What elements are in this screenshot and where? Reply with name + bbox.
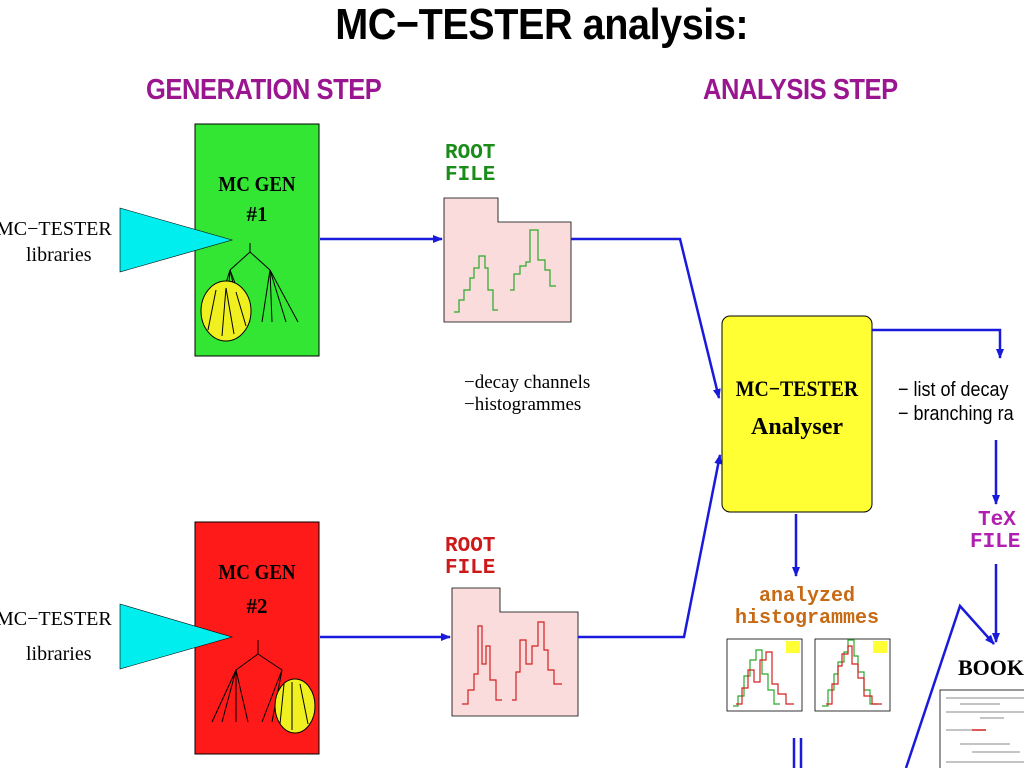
library-2-label-line1: MC−TESTER [0,608,112,630]
arrow-file1-to-analyser [571,237,721,399]
root-file-2-histogram-icon [462,625,502,705]
generator-1-name: MC GEN [218,172,296,196]
tex-file-label-line2: FILE [970,531,1021,554]
analysis-step-heading: ANALYSIS STEP [703,74,898,106]
tex-file-label-line1: TeX [978,509,1016,532]
root-file-2-box [451,587,579,717]
analyser-output-item: − list of decay [898,379,1009,401]
root-file-1-label-line2: FILE [445,164,496,187]
tex-file-label: TeX FILE [970,510,1020,554]
root-file-1-label-line1: ROOT [445,142,496,165]
analyser-output-item: − branching ra [898,403,1014,425]
library-cone-1-icon [119,207,234,273]
analyser-box [721,315,873,513]
generator-2-number: #2 [246,594,268,618]
root-file-1-label: ROOT FILE [445,143,495,187]
file-contents-item: −histogrammes [464,394,582,415]
arrow-to-booklet-diagonal [904,603,995,768]
root-file-1-box [443,197,572,323]
decay-tree-2-icon [211,640,283,723]
booklet-page-thumbnail [939,689,1024,768]
generator-2-name: MC GEN [218,560,296,584]
library-1-label-line1: MC−TESTER [0,218,112,240]
library-2-label-line2: libraries [26,643,92,665]
root-file-2-label: ROOT FILE [445,536,495,580]
library-cone-2-icon [119,603,234,670]
double-line-connector [792,738,803,768]
root-file-2-label-line2: FILE [445,557,496,580]
analyzed-label-line2: histogrammes [734,607,880,630]
highlight-ellipse-1-icon [200,280,252,342]
file-contents-list: −decay channels −histogrammes [464,372,590,416]
analyser-outputs-list: − list of decay − branching ra [898,378,1014,426]
arrow-file2-to-analyser [578,454,723,639]
library-1-label-line2: libraries [26,244,92,266]
analyser-label-line2: Analyser [751,414,843,440]
root-file-2-label-line1: ROOT [445,535,496,558]
generator-1-number: #1 [246,202,268,226]
booklet-label: BOOK [958,655,1024,680]
analyzed-histogrammes-label: analyzed histogrammes [722,586,892,630]
generation-step-heading: GENERATION STEP [146,74,382,106]
highlight-ellipse-2-icon [274,678,316,734]
page-title: MC−TESTER analysis: [335,0,749,49]
analyzed-label-line1: analyzed [758,585,855,608]
file-contents-item: −decay channels [464,372,591,393]
root-file-1-histogram-icon [454,255,498,313]
arrow-analyser-to-list [872,328,1004,359]
analyser-label-line1: MC−TESTER [735,376,859,401]
